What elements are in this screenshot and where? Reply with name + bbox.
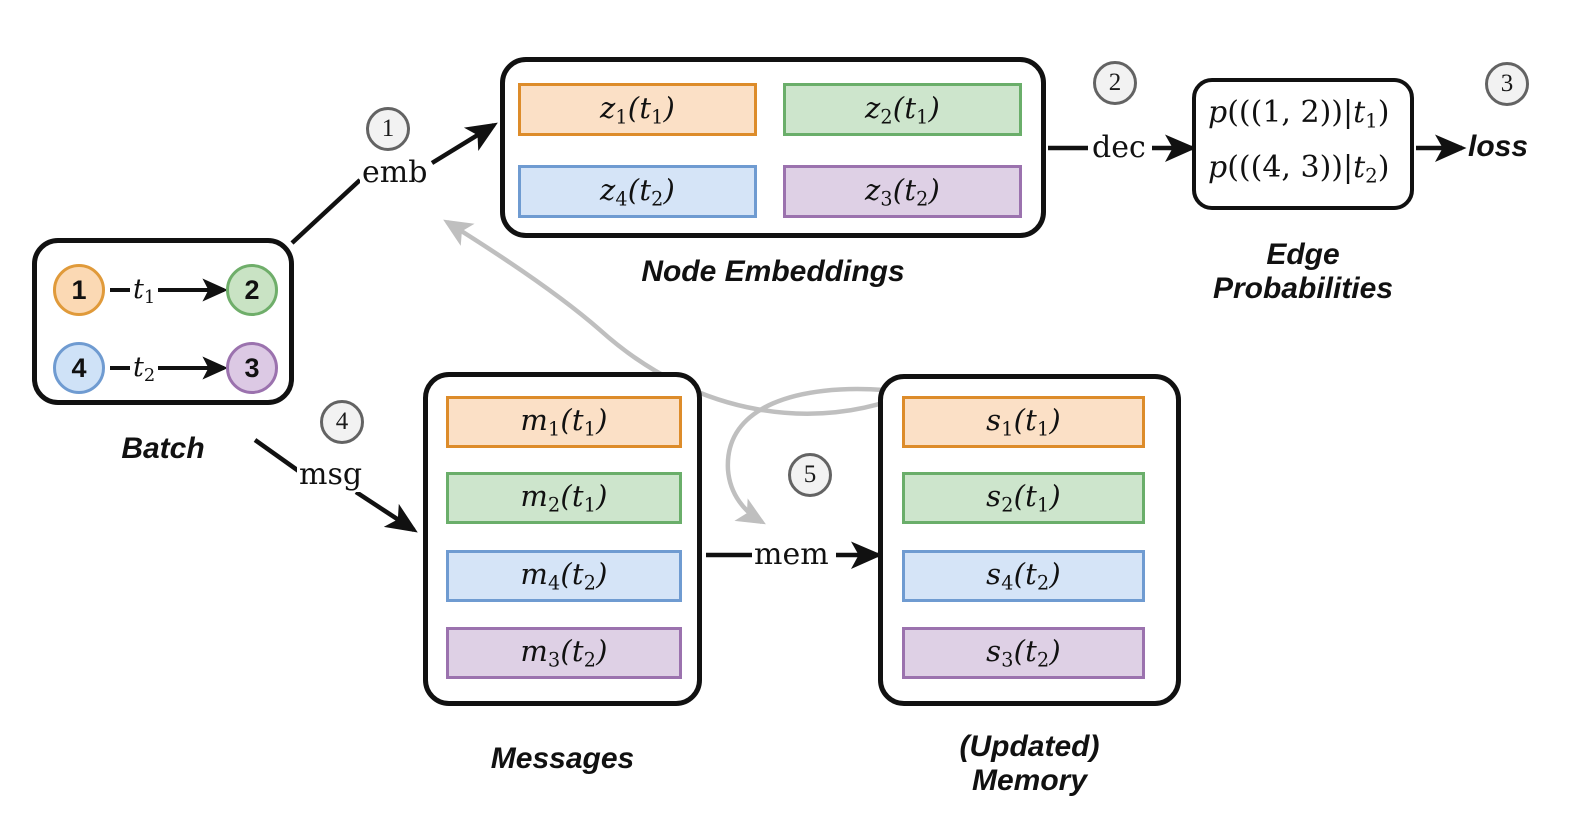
node-embeddings-caption: Node Embeddings	[641, 255, 905, 288]
edge-probability-row-1: p(((1, 2))|t1)	[1208, 95, 1390, 133]
arrow-memory-to-emb-feedback	[443, 219, 906, 416]
message-cell-m2[interactable]: m2(t1)	[446, 472, 682, 524]
messages-caption: Messages	[490, 742, 635, 775]
message-cell-m1[interactable]: m1(t1)	[446, 396, 682, 448]
message-cell-m4[interactable]: m4(t2)	[446, 550, 682, 602]
edge-probability-row-2: p(((4, 3))|t2)	[1208, 150, 1390, 188]
message-cell-m3[interactable]: m3(t2)	[446, 627, 682, 679]
batch-caption: Batch	[121, 432, 205, 465]
step-badge-4[interactable]: 4	[320, 400, 364, 444]
step-badge-5[interactable]: 5	[788, 453, 832, 497]
emb-operation-label: emb	[360, 155, 430, 190]
arrow-batch-to-msg	[253, 438, 302, 474]
dec-operation-label: dec	[1090, 130, 1148, 165]
step-badge-2[interactable]: 2	[1093, 61, 1137, 105]
batch-node-3[interactable]: 3	[226, 342, 278, 394]
mem-operation-label: mem	[752, 537, 831, 572]
memory-cell-s3[interactable]: s3(t2)	[902, 627, 1145, 679]
msg-operation-label: msg	[297, 457, 365, 492]
memory-cell-s1[interactable]: s1(t1)	[902, 396, 1145, 448]
memory-caption: (Updated) Memory	[959, 730, 1100, 797]
arrow-batch-to-emb	[290, 178, 362, 245]
node-embedding-cell-z1[interactable]: z1(t1)	[518, 83, 757, 136]
batch-node-2[interactable]: 2	[226, 264, 278, 316]
edge-probabilities-caption: Edge Probabilities	[1212, 238, 1394, 305]
node-embedding-cell-z3[interactable]: z3(t2)	[783, 165, 1022, 218]
arrow-memory-self-update	[725, 386, 885, 525]
memory-cell-s2[interactable]: s2(t1)	[902, 472, 1145, 524]
arrow-msg-to-messages	[354, 490, 418, 533]
node-embedding-cell-z2[interactable]: z2(t1)	[783, 83, 1022, 136]
batch-node-4[interactable]: 4	[53, 342, 105, 394]
arrow-emb-to-node-embeddings	[430, 122, 498, 165]
memory-cell-s4[interactable]: s4(t2)	[902, 550, 1145, 602]
edge-probabilities-box	[1192, 78, 1414, 210]
step-badge-3[interactable]: 3	[1485, 62, 1529, 106]
node-embedding-cell-z4[interactable]: z4(t2)	[518, 165, 757, 218]
step-badge-1[interactable]: 1	[366, 107, 410, 151]
loss-label: loss	[1468, 130, 1529, 163]
batch-edge-2-time-label: t2	[130, 352, 159, 386]
batch-edge-1-time-label: t1	[130, 274, 159, 308]
batch-node-1[interactable]: 1	[53, 264, 105, 316]
